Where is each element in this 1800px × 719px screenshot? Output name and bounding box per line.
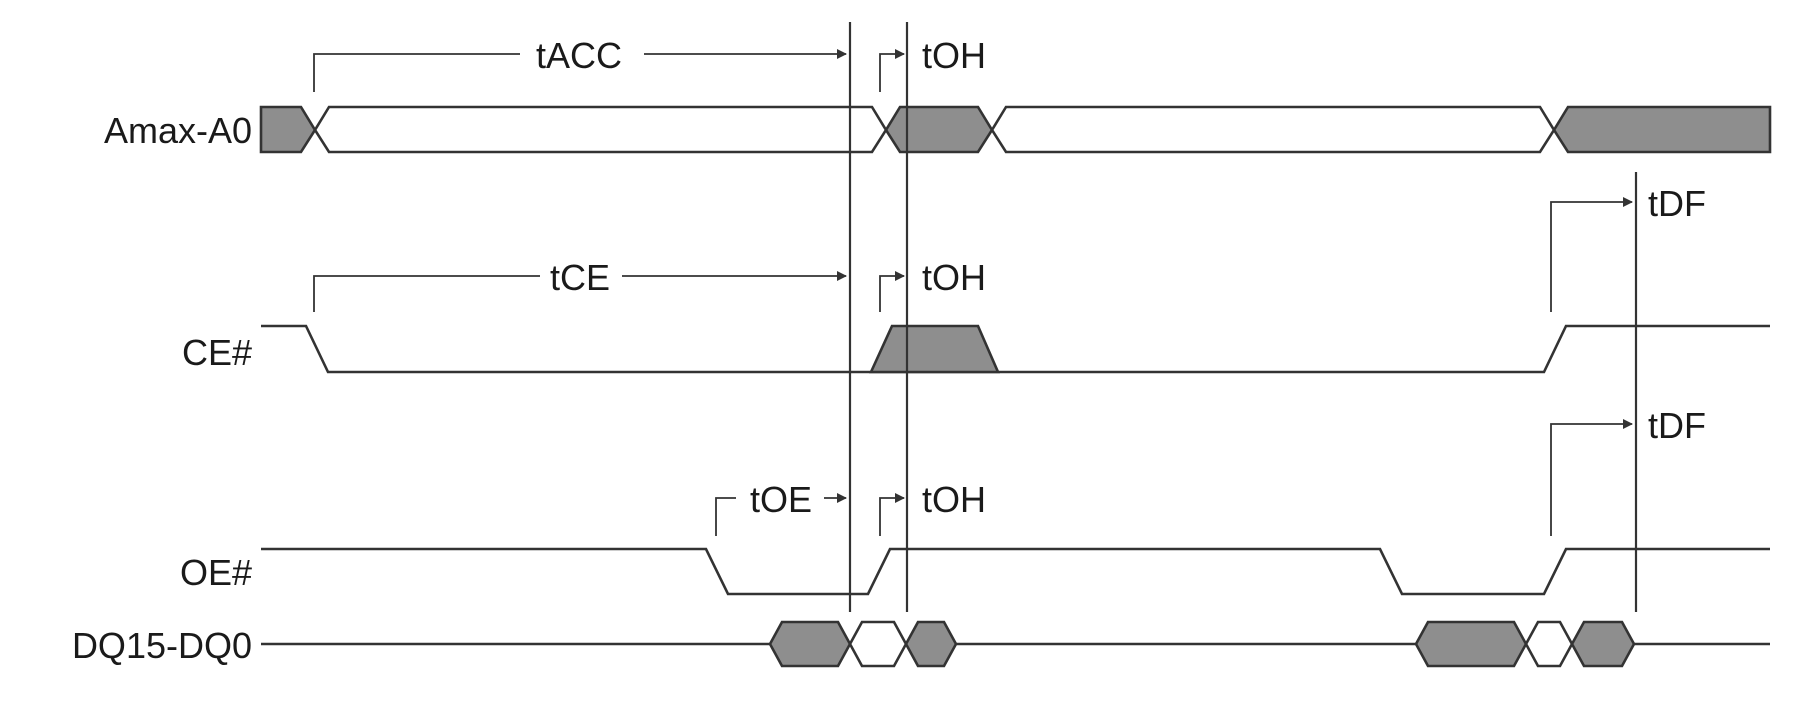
oe-waveform <box>261 547 1770 596</box>
address-invalid-start <box>259 105 317 154</box>
ce-line-main <box>261 324 1770 374</box>
toe-dimension: tOE <box>715 479 847 536</box>
toh-address-label: tOH <box>922 35 986 76</box>
toh-oe-dimension: tOH <box>879 479 986 536</box>
toh-ce-dimension: tOH <box>879 257 986 312</box>
signal-label-address: Amax-A0 <box>104 110 252 151</box>
signal-label-dq: DQ15-DQ0 <box>72 625 252 666</box>
toh-oe-leader <box>879 493 905 536</box>
signal-label-oe: OE# <box>180 552 252 593</box>
signal-label-ce: CE# <box>182 332 252 373</box>
toh-address-leader <box>879 49 905 92</box>
tdf-oe-label: tDF <box>1648 405 1706 446</box>
address-waveform <box>259 105 1772 154</box>
tce-leader <box>313 275 540 312</box>
toh-ce-leader <box>879 271 905 312</box>
tacc-dimension: tACC <box>313 35 847 92</box>
dq-valid-1 <box>848 620 908 668</box>
tdf-ce-dimension: tDF <box>1550 183 1706 312</box>
tdf-ce-label: tDF <box>1648 183 1706 224</box>
tacc-leader <box>313 53 520 92</box>
tdf-oe-leader <box>1550 419 1633 536</box>
ce-output-hold-region <box>868 324 1000 374</box>
address-valid-2 <box>990 105 1556 154</box>
toe-leader <box>715 497 736 536</box>
tce-dimension: tCE <box>313 257 847 312</box>
dq-hold-2 <box>1570 620 1636 668</box>
address-valid-1 <box>313 105 888 154</box>
address-change-1 <box>884 105 994 154</box>
tce-label: tCE <box>550 257 610 298</box>
toh-address-dimension: tOH <box>879 35 986 92</box>
dq-hold-1 <box>904 620 958 668</box>
dq-invalid-1 <box>768 620 852 668</box>
tacc-label: tACC <box>536 35 622 76</box>
tdf-oe-dimension: tDF <box>1550 405 1706 536</box>
ce-waveform <box>261 324 1770 374</box>
oe-line-main <box>261 547 1770 596</box>
address-change-2 <box>1552 105 1772 154</box>
dq-invalid-2 <box>1414 620 1528 668</box>
tdf-ce-leader <box>1550 197 1633 312</box>
dq-valid-2 <box>1524 620 1574 668</box>
toe-label: tOE <box>750 479 812 520</box>
toh-oe-label: tOH <box>922 479 986 520</box>
dq-waveform <box>261 620 1770 668</box>
toh-ce-label: tOH <box>922 257 986 298</box>
